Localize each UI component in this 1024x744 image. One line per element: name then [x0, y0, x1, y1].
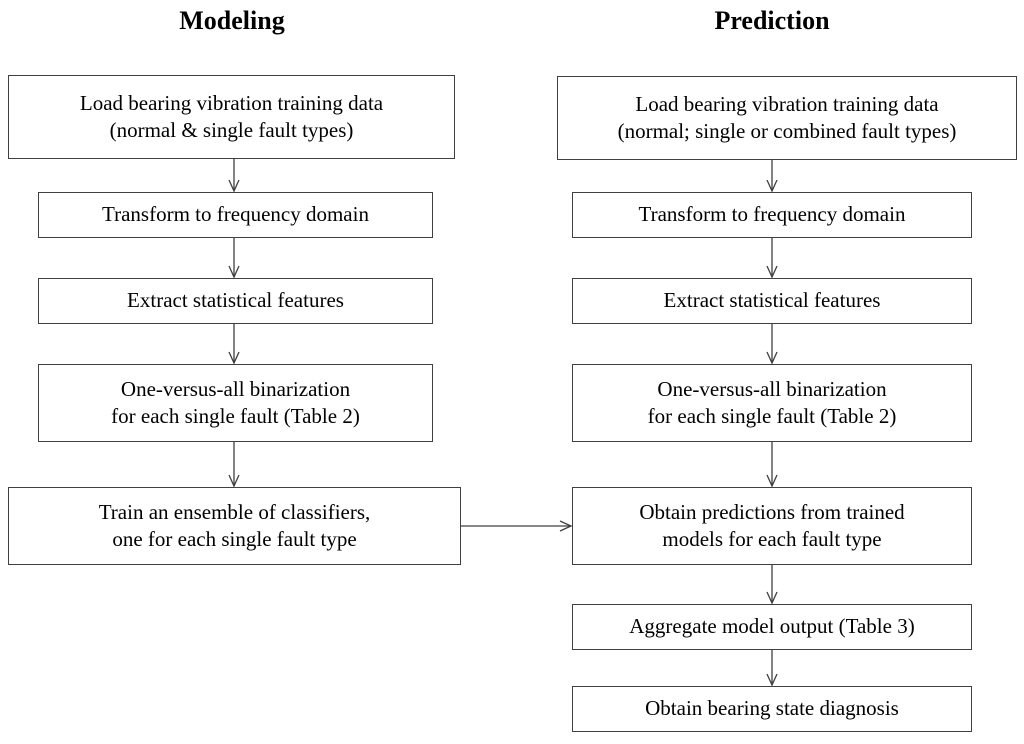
modeling-step-binarization-line2: for each single fault (Table 2) [111, 404, 360, 428]
prediction-step-diagnosis: Obtain bearing state diagnosis [572, 686, 972, 732]
prediction-step-obtain-predictions-line1: Obtain predictions from trained [639, 499, 905, 524]
modeling-step-load-data-line1: Load bearing vibration training data [79, 90, 384, 115]
prediction-step-aggregate-output-line1: Aggregate model output (Table 3) [629, 614, 915, 639]
modeling-step-transform-line1: Transform to frequency domain [102, 202, 369, 227]
modeling-step-train-ensemble-line1: Train an ensemble of classifiers, [98, 499, 371, 524]
modeling-step-extract-features-line1: Extract statistical features [127, 288, 344, 313]
prediction-step-load-data-line2: (normal; single or combined fault types) [617, 119, 957, 143]
modeling-step-load-data-line2: (normal & single fault types) [109, 118, 354, 142]
prediction-step-binarization: One-versus-all binarization for each sin… [572, 364, 972, 442]
prediction-step-extract-features-line1: Extract statistical features [663, 288, 881, 313]
prediction-step-binarization-line2: for each single fault (Table 2) [647, 404, 897, 428]
modeling-step-binarization: One-versus-all binarization for each sin… [38, 364, 433, 442]
prediction-step-obtain-predictions-line2: models for each fault type [662, 527, 882, 551]
prediction-step-load-data-line1: Load bearing vibration training data [635, 91, 939, 116]
modeling-step-load-data: Load bearing vibration training data (no… [8, 75, 455, 159]
prediction-step-binarization-line1: One-versus-all binarization [657, 376, 887, 401]
modeling-title: Modeling [179, 6, 285, 35]
prediction-title: Prediction [714, 6, 830, 35]
modeling-step-train-ensemble: Train an ensemble of classifiers, one fo… [8, 487, 461, 565]
prediction-step-aggregate-output: Aggregate model output (Table 3) [572, 604, 972, 650]
modeling-step-extract-features: Extract statistical features [38, 278, 433, 324]
modeling-step-binarization-line1: One-versus-all binarization [120, 376, 351, 401]
modeling-step-train-ensemble-line2: one for each single fault type [112, 527, 357, 551]
prediction-step-extract-features: Extract statistical features [572, 278, 972, 324]
prediction-step-diagnosis-line1: Obtain bearing state diagnosis [645, 696, 899, 721]
prediction-step-transform-line1: Transform to frequency domain [638, 202, 906, 227]
prediction-step-transform: Transform to frequency domain [572, 192, 972, 238]
prediction-step-load-data: Load bearing vibration training data (no… [557, 76, 1017, 160]
prediction-step-obtain-predictions: Obtain predictions from trained models f… [572, 487, 972, 565]
modeling-step-transform: Transform to frequency domain [38, 192, 433, 238]
